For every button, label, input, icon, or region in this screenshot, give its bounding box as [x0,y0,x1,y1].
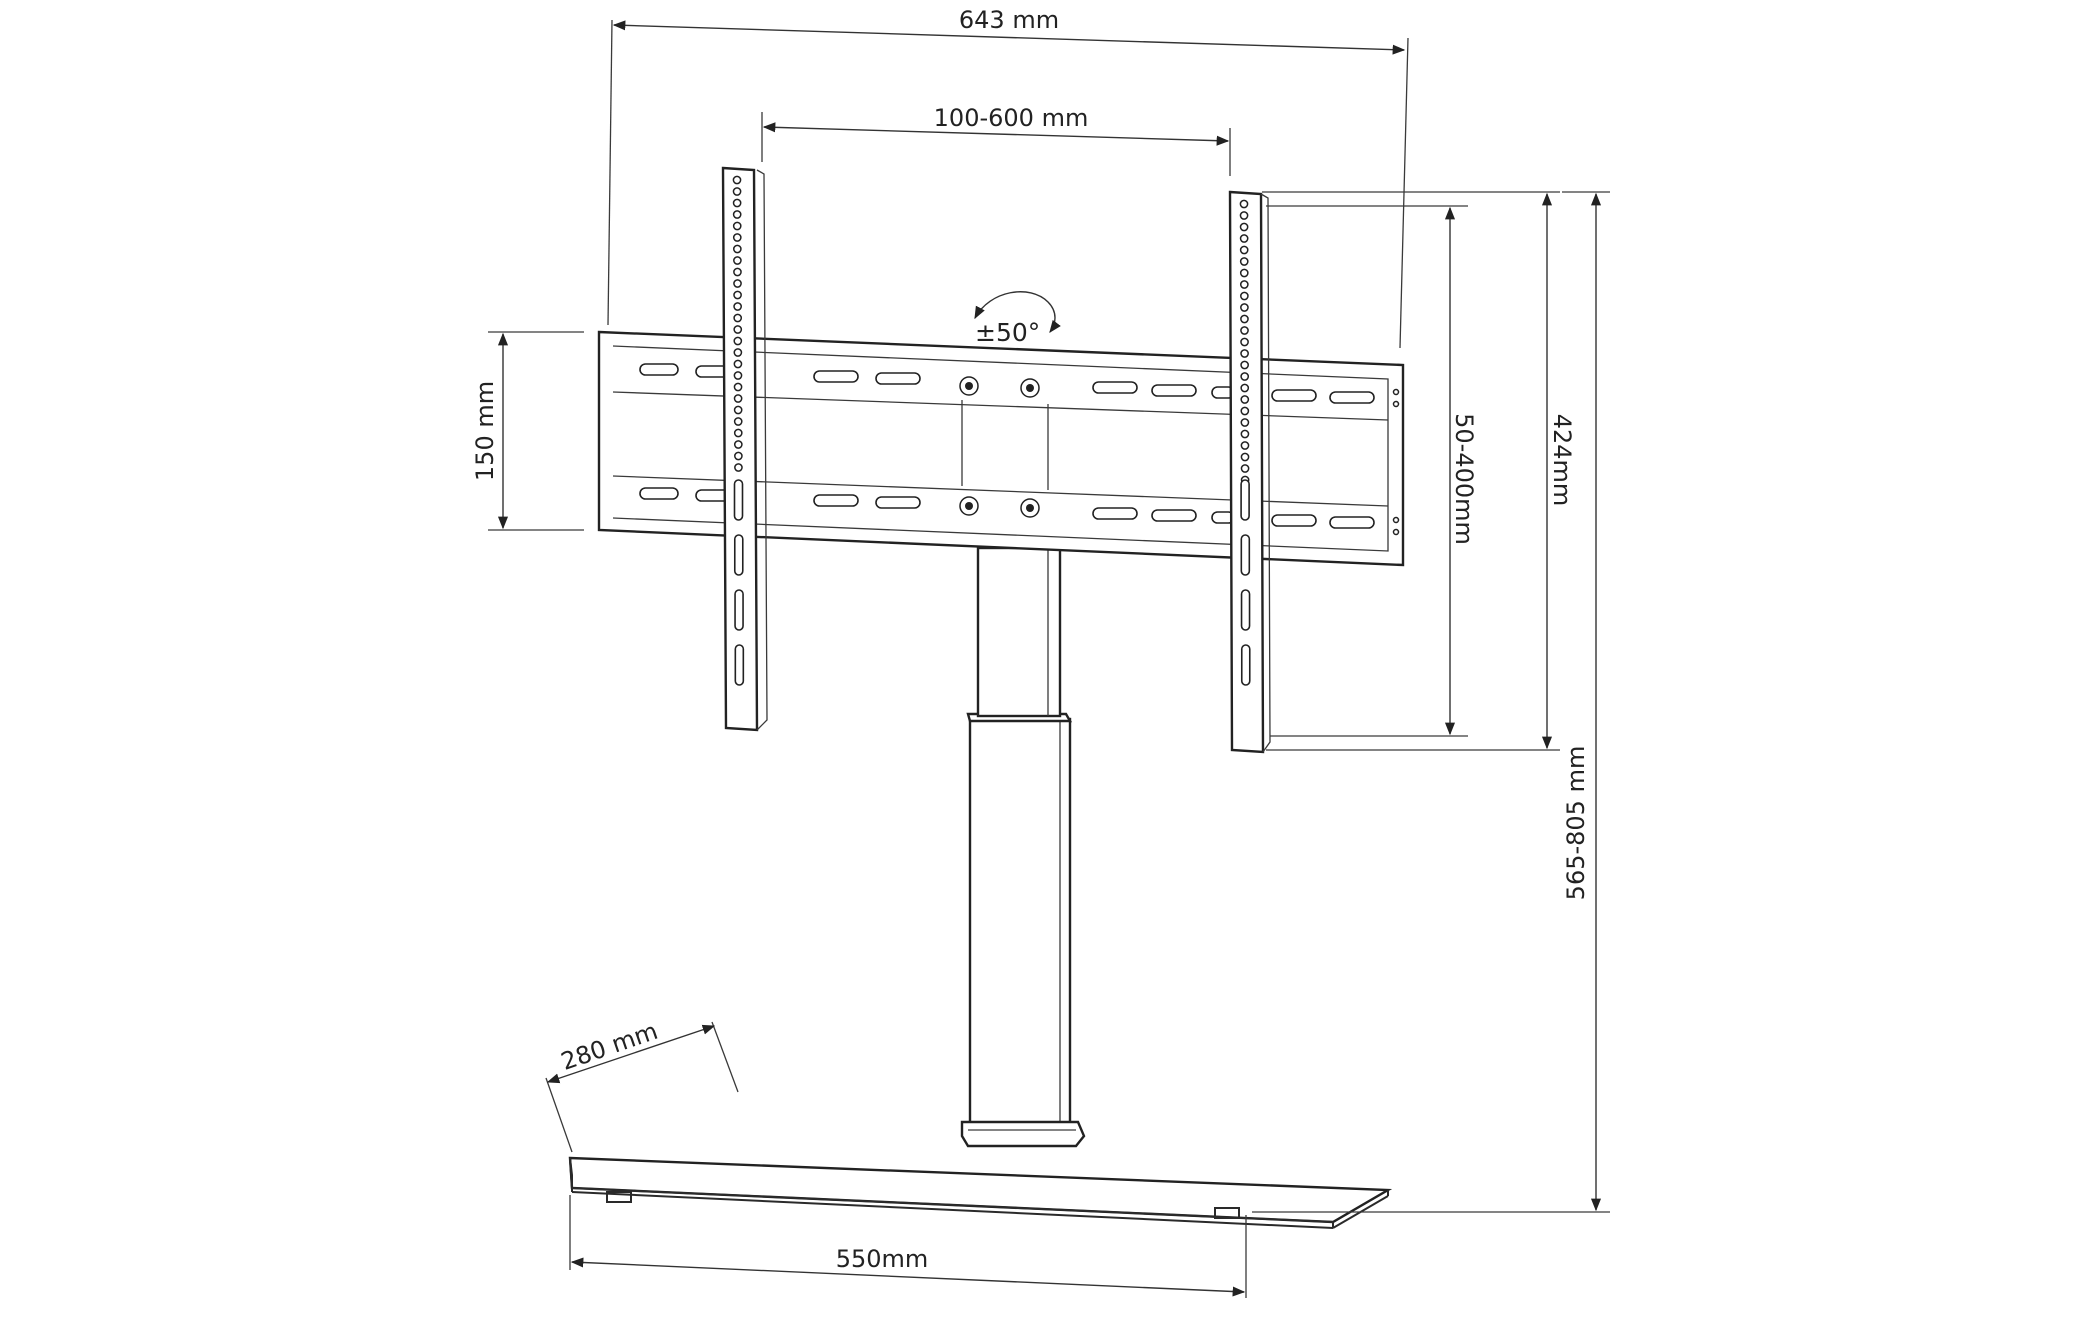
dimension-label-bracket-height: 150 mm [471,381,499,481]
dimension-overall-width: 643 mm [607,6,1409,349]
foot [606,1191,632,1203]
foot [1214,1207,1240,1219]
arm-hole [732,175,742,185]
arm-hole [1240,314,1249,324]
arm-slot [1240,479,1250,521]
arm-hole [732,244,742,254]
arm-hole [1239,222,1249,232]
arm-hole [733,405,743,415]
arm-hole [1239,257,1249,266]
dimension-label-vesa-vertical: 50-400mm [1450,413,1478,545]
dimension-arm-height: 424mm [1262,191,1576,751]
arm-hole [733,348,743,357]
arm-hole [733,359,743,369]
vertical-arm-right [1228,190,1271,754]
dimension-base-depth: 280 mm [545,1017,739,1153]
arm-hole [732,221,742,231]
arm-hole [734,463,743,472]
dimension-label-arm-height: 424mm [1548,414,1576,507]
arm-hole [733,279,742,288]
arm-hole [732,210,742,219]
arm-hole [733,382,743,392]
dimension-label-vesa-horizontal: 100-600 mm [934,104,1089,132]
arm-hole [1240,360,1249,370]
arm-slot [1240,589,1251,631]
arm-hole [1239,268,1249,278]
arm-hole [733,256,742,265]
arm-hole [733,394,743,403]
dimension-base-width: 550mm [569,1195,1247,1298]
vertical-arm-left [721,166,768,732]
arm-hole [733,336,743,346]
dimension-vesa-horizontal: 100-600 mm [761,104,1231,176]
dimension-total-height: 565-805 mm [1252,191,1610,1213]
dimension-label-base-width: 550mm [836,1245,929,1273]
arm-hole [1240,429,1250,439]
arm-hole [1240,395,1250,404]
mounting-bolts [959,376,1040,518]
dimension-label-base-depth: 280 mm [557,1017,661,1076]
arm-hole [733,290,742,300]
swivel-label: ±50° [975,318,1040,347]
arm-hole [733,417,743,426]
arm-hole [1240,326,1249,335]
arm-hole [1240,418,1250,427]
arm-hole [734,451,743,461]
arm-hole [1239,199,1249,209]
arm-hole [1240,303,1249,312]
swivel-indicator: ±50° [974,291,1061,347]
arm-slot [733,479,744,521]
arm-hole [1239,245,1249,255]
arm-hole [1239,211,1249,220]
arm-hole [733,313,743,323]
arm-hole [1240,464,1250,473]
arm-slot [733,534,744,576]
arm-hole [1240,406,1250,416]
arm-slot [1240,534,1251,576]
dimension-label-overall-width: 643 mm [959,6,1059,34]
arm-hole [1239,280,1249,289]
arm-hole [733,371,743,380]
arm-slot [734,644,745,686]
dimension-label-total-height: 565-805 mm [1562,746,1590,901]
arm-hole [732,187,742,196]
arm-slot [1240,644,1251,686]
dimension-bracket-height: 150 mm [471,331,584,531]
arm-hole [733,302,742,311]
arm-hole [1240,291,1249,301]
arm-hole [1240,383,1250,393]
dimension-vesa-vertical: 50-400mm [1266,205,1478,737]
column [960,546,1086,1148]
arm-hole [1239,234,1249,243]
arm-hole [733,440,743,449]
arm-hole [733,428,743,438]
horizontal-bracket [597,330,1405,567]
arm-hole [1240,372,1250,381]
arm-hole [1240,441,1250,450]
arm-slot [734,589,744,631]
arm-hole [733,267,742,277]
arm-hole [1240,452,1250,462]
arm-hole [1240,337,1249,347]
arm-hole [1240,349,1249,358]
arm-hole [732,198,742,208]
arm-hole [732,233,742,242]
base-plate [568,1156,1393,1229]
arm-hole [733,325,743,334]
